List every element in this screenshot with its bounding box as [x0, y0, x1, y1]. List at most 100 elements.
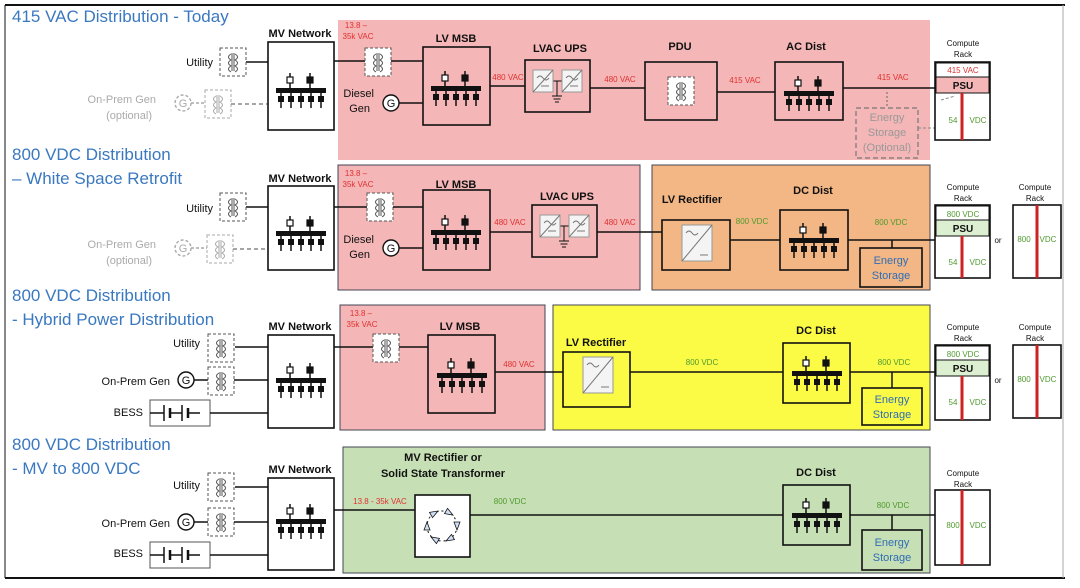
row3-rack-label: Compute: [947, 323, 980, 332]
breaker: [298, 239, 304, 245]
row2-rack-input: 800 VDC: [947, 210, 980, 219]
row3-utility-transformer: [207, 333, 235, 363]
ups-rectifier: [539, 214, 561, 238]
row4-onprem-label: On-Prem Gen: [102, 518, 170, 530]
row1-lvac-ups: [524, 59, 591, 113]
breaker: [804, 521, 810, 527]
row2-utility-label: Utility: [186, 203, 213, 215]
row2-v3: 800 VDC: [736, 217, 769, 226]
breaker: [814, 521, 820, 527]
row4-mvrect-label: MV Rectifier or: [404, 452, 482, 464]
row1-pdu-label: PDU: [668, 41, 691, 53]
breaker: [439, 381, 445, 387]
breaker: [318, 239, 324, 245]
coil: [387, 339, 391, 359]
row1-mv-bus-icon: [276, 73, 326, 108]
transformer-frame: [364, 47, 392, 77]
row4-storage-label-2: Storage: [873, 552, 912, 564]
row1-mv-voltage: 13.8 –: [345, 21, 368, 30]
breaker: [278, 386, 284, 392]
breaker: [814, 379, 820, 385]
breaker: [453, 94, 459, 100]
row1-lvmsb-label: LV MSB: [436, 33, 477, 45]
breaker: [479, 381, 485, 387]
row1-ac-dist-bus-icon: [784, 76, 834, 111]
row1-utility-label: Utility: [186, 57, 213, 69]
row3-dcdist-label: DC Dist: [796, 325, 836, 337]
row3-mv-transformer: [372, 333, 400, 363]
row3-or: or: [994, 376, 1001, 385]
row1-diesel-label: Diesel: [343, 88, 374, 100]
row2-mv-label: MV Network: [269, 173, 333, 185]
row1-diesel-generator: G: [382, 94, 400, 112]
breaker: [288, 96, 294, 102]
row1-mv-transformer: [364, 47, 392, 77]
row2-rack2-label: Compute: [1019, 183, 1052, 192]
row4-utility-transformer: [207, 472, 235, 502]
coil: [373, 53, 377, 73]
coil: [375, 198, 379, 218]
row2-ac-zone: [337, 164, 641, 291]
row3-rack-psu: PSU: [953, 364, 974, 375]
row1-storage-label-3: (Optional): [863, 142, 911, 154]
row2-title-2: – White Space Retrofit: [12, 169, 182, 188]
breaker: [804, 379, 810, 385]
converter-diagonal: [561, 69, 583, 93]
row2-lvac-ups: [531, 204, 598, 258]
row2-onprem-note: (optional): [106, 255, 152, 267]
busbar: [792, 513, 842, 518]
row4-mv-bus-icon: [276, 504, 326, 539]
row3-ac-zone: [339, 304, 546, 431]
row1-rack-label-2: Rack: [954, 50, 973, 59]
row4-v3: 800 VDC: [494, 497, 527, 506]
diode-icon: [453, 521, 461, 532]
transformer-frame: [207, 366, 235, 396]
breaker: [822, 501, 830, 509]
row2-rack-out: 54: [949, 258, 958, 267]
row3-onprem-label: On-Prem Gen: [102, 376, 170, 388]
row2-mv-network-box: [267, 185, 335, 271]
breaker: [298, 96, 304, 102]
coil: [222, 513, 226, 533]
row3-rack-input: 800 VDC: [947, 350, 980, 359]
ac-wave: [543, 220, 557, 226]
breaker: [826, 99, 832, 105]
coil: [213, 95, 217, 115]
row2-rack2-bus-2: VDC: [1040, 235, 1057, 244]
row4-rack-label-2: Rack: [954, 480, 973, 489]
row4-mvrect-label-2: Solid State Transformer: [381, 468, 506, 480]
row3-v1: 480 VAC: [503, 360, 535, 369]
coil: [216, 478, 220, 498]
breaker: [443, 238, 449, 244]
breaker: [463, 94, 469, 100]
breaker: [447, 361, 455, 369]
breaker: [834, 521, 840, 527]
coil: [222, 478, 226, 498]
breaker: [298, 527, 304, 533]
row4-title: 800 VDC Distribution: [12, 435, 171, 454]
row1-title: 415 VAC Distribution - Today: [12, 7, 229, 26]
breaker: [286, 366, 294, 374]
row3-rack2-label-2: Rack: [1026, 334, 1045, 343]
converter-diagonal: [532, 69, 554, 93]
row1-v1: 480 VAC: [492, 73, 524, 82]
row3-dc-dist-box: [782, 342, 851, 404]
row2-energy-storage-box: [859, 247, 923, 288]
row3-lvmsb-label: LV MSB: [440, 321, 481, 333]
busbar: [276, 88, 326, 93]
breaker: [794, 521, 800, 527]
row3-compute-rack-alt: [1012, 344, 1062, 419]
breaker: [794, 379, 800, 385]
diode-icon: [430, 536, 441, 545]
ups-box: [524, 59, 591, 113]
row1-diesel-label-2: Gen: [349, 103, 370, 115]
breaker: [821, 246, 827, 252]
row3-dc-dist-bus-icon: [792, 356, 842, 391]
row2-storage-label-2: Storage: [872, 270, 911, 282]
row3-storage-label: Energy: [875, 394, 910, 406]
breaker: [814, 79, 822, 87]
row3-rack2-bus-2: VDC: [1040, 375, 1057, 384]
breaker: [824, 521, 830, 527]
row1-storage-label: Energy: [870, 112, 905, 124]
